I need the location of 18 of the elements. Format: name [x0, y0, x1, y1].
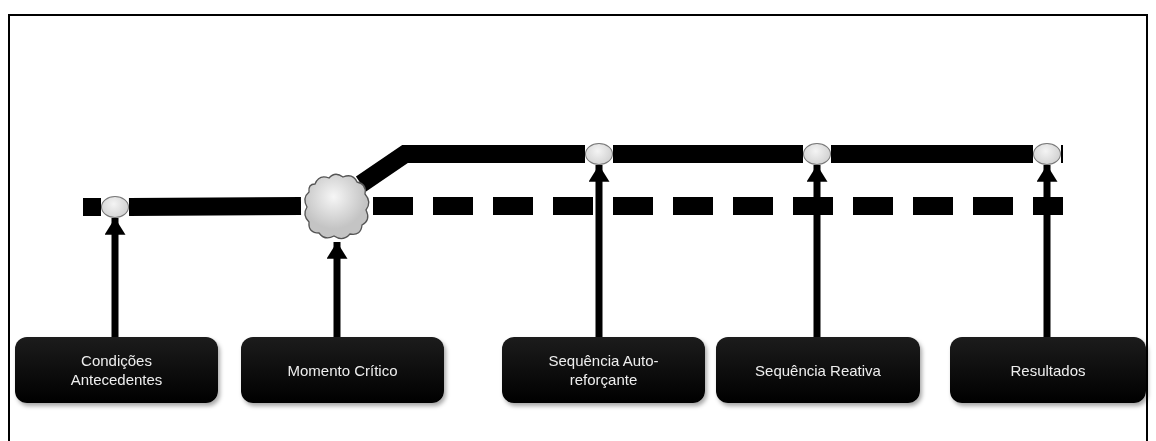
label-box: Sequência Auto-reforçante [502, 337, 705, 403]
timeline-marker [101, 196, 129, 218]
timeline-line [355, 145, 585, 192]
arrow [806, 165, 828, 337]
timeline-line [128, 197, 302, 216]
arrow [104, 218, 126, 337]
arrow [1036, 165, 1058, 337]
timeline-marker [803, 143, 831, 165]
timeline-line [831, 145, 1033, 163]
timeline-marker [1033, 143, 1061, 165]
label-box: Condições Antecedentes [15, 337, 218, 403]
timeline-line [613, 145, 803, 163]
label-box: Sequência Reativa [716, 337, 920, 403]
timeline-marker [585, 143, 613, 165]
arrow [588, 165, 610, 337]
label-box: Resultados [950, 337, 1146, 403]
dashed-line [373, 197, 1063, 215]
label-box: Momento Crítico [241, 337, 444, 403]
